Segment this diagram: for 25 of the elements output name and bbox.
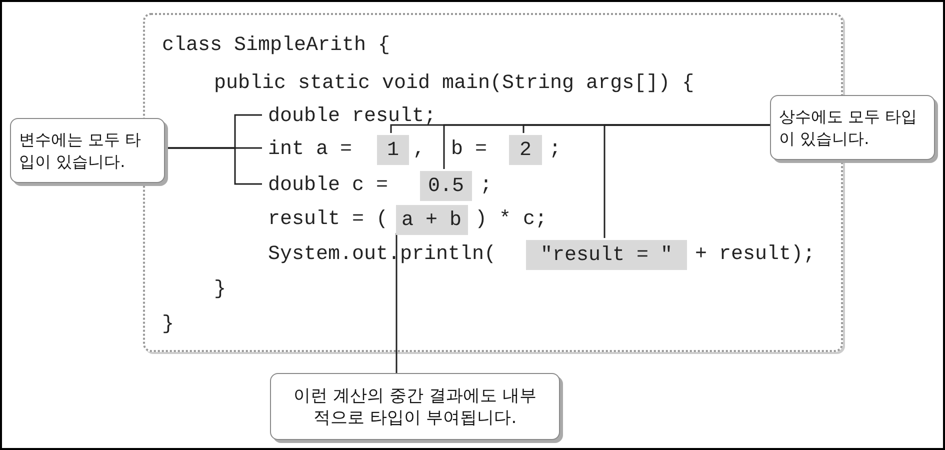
code-text: b = — [451, 138, 488, 162]
code-text: ) * c; — [475, 208, 548, 232]
code-text: , — [413, 138, 426, 162]
leader-line — [396, 233, 398, 373]
highlighted-value: a + b — [396, 205, 468, 235]
callout-box: 이런 계산의 중간 결과에도 내부적으로 타입이 부여됩니다. — [270, 373, 560, 440]
code-text: double c = — [268, 174, 388, 198]
code-text: public static void main(String args[]) { — [214, 72, 694, 96]
callout-box: 변수에는 모두 타입이 있습니다. — [10, 118, 165, 183]
highlighted-value: 2 — [509, 135, 542, 165]
code-text: + result); — [695, 243, 816, 267]
code-text: ; — [549, 138, 562, 162]
code-text: class SimpleArith { — [162, 34, 390, 58]
code-text: double result; — [268, 105, 436, 129]
code-text: int a = — [268, 138, 352, 162]
leader-line — [165, 147, 262, 185]
leader-line — [604, 124, 770, 238]
code-text: } — [214, 278, 226, 302]
highlighted-value: "result = " — [526, 240, 687, 270]
code-text: result = ( — [268, 208, 388, 232]
code-text: } — [162, 313, 174, 337]
code-text: ; — [480, 174, 492, 198]
highlighted-value: 0.5 — [420, 171, 472, 201]
highlighted-value: 1 — [377, 135, 409, 165]
callout-box: 상수에도 모두 타입이 있습니다. — [770, 95, 935, 160]
